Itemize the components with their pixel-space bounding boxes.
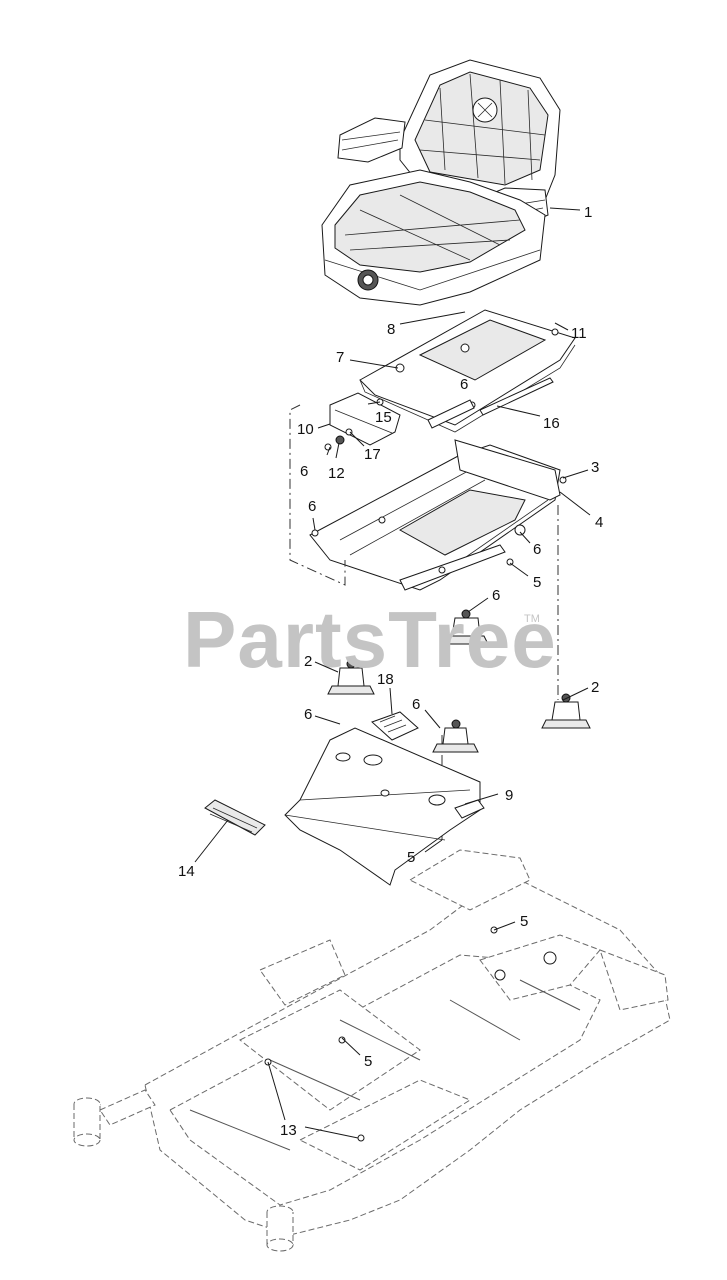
tractor-frame xyxy=(73,849,671,1252)
callout-3: 3 xyxy=(591,459,599,476)
callout-15: 15 xyxy=(375,409,392,426)
callout-6: 6 xyxy=(300,463,308,480)
console-cover xyxy=(284,727,485,886)
callout-8: 8 xyxy=(387,321,395,338)
callout-5: 5 xyxy=(520,913,528,930)
name-plate xyxy=(204,799,266,836)
watermark-text: PartsTree xyxy=(183,595,557,684)
callout-labels: 1 8 11 7 6 15 16 10 17 6 12 3 4 6 6 5 6 … xyxy=(178,204,603,1139)
callout-6: 6 xyxy=(412,696,420,713)
callout-6: 6 xyxy=(304,706,312,723)
callout-6: 6 xyxy=(308,498,316,515)
callout-6: 6 xyxy=(533,541,541,558)
callout-9: 9 xyxy=(505,787,513,804)
watermark-trademark: TM xyxy=(524,613,540,625)
callout-5: 5 xyxy=(364,1053,372,1070)
isolator-mounts xyxy=(327,609,591,753)
callout-1: 1 xyxy=(584,204,592,221)
callout-6: 6 xyxy=(492,587,500,604)
callout-4: 4 xyxy=(595,514,603,531)
seat-plate xyxy=(359,309,576,433)
callout-7: 7 xyxy=(336,349,344,366)
callout-10: 10 xyxy=(297,421,314,438)
callout-12: 12 xyxy=(328,465,345,482)
callout-6: 6 xyxy=(460,376,468,393)
seat-assembly xyxy=(321,59,561,306)
callout-5: 5 xyxy=(407,849,415,866)
decal xyxy=(371,711,419,741)
callout-13: 13 xyxy=(280,1122,297,1139)
callout-17: 17 xyxy=(364,446,381,463)
callout-11: 11 xyxy=(571,325,587,342)
seat-mount-pan xyxy=(309,439,567,591)
watermark: PartsTree TM xyxy=(183,595,557,684)
callout-2: 2 xyxy=(304,653,312,670)
callout-16: 16 xyxy=(543,415,560,432)
callout-5: 5 xyxy=(533,574,541,591)
callout-2: 2 xyxy=(591,679,599,696)
callout-14: 14 xyxy=(178,863,195,880)
leader-lines xyxy=(194,207,591,1139)
latch-bracket xyxy=(324,392,401,451)
callout-18: 18 xyxy=(377,671,394,688)
